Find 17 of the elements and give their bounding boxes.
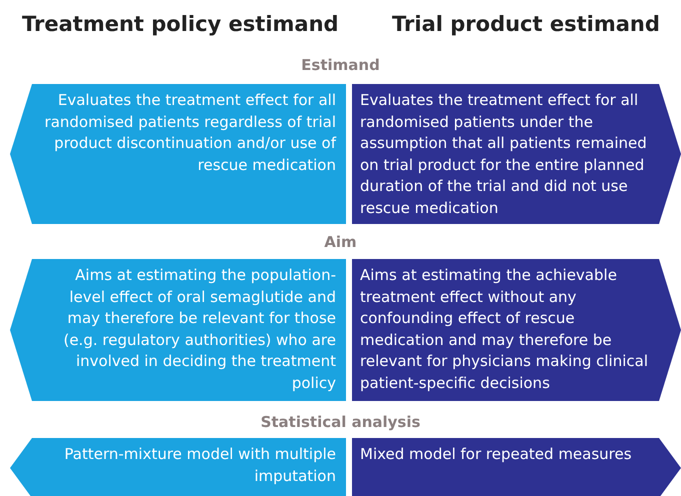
section-heading: Estimand (300, 56, 381, 74)
arrow-shaped-panel (352, 84, 681, 224)
arrow-shaped-panel (10, 259, 346, 401)
column-heading: Treatment policy estimand (22, 12, 339, 36)
arrow-shaped-panel (10, 84, 346, 224)
panel-text: Aims at estimating the population-level effect of oral semaglutide and may therefore be relevant for those (e.g. regulatory authorities) who are involved in deciding the treatment policy (62, 265, 337, 394)
panel-text: Evaluates the treatment effect for all randomised patients regardless of trial product discontinuation and/or use of rescue medication (44, 90, 338, 176)
column-heading: Trial product estimand (392, 12, 660, 36)
arrow-shaped-panel (352, 259, 681, 401)
arrow-shaped-panel (352, 438, 681, 496)
section-heading: Statistical analysis (260, 413, 422, 431)
panel-text: Aims at estimating the achievable treatment effect without any confounding effect of rescue medication and may therefore be relevant for physicians making clinical patient-specific decisions (359, 265, 649, 394)
arrow-shaped-panel (10, 438, 346, 496)
section-heading: Aim (323, 233, 358, 251)
panel-text: Evaluates the treatment effect for all randomised patients under the assumption that all patients remained on trial product for the entire planned duration of the trial and did not use rescue medication (359, 90, 648, 218)
panel-text: Pattern-mixture model with multiple imputation (63, 444, 337, 486)
panel-text: Mixed model for repeated measures (359, 444, 633, 465)
